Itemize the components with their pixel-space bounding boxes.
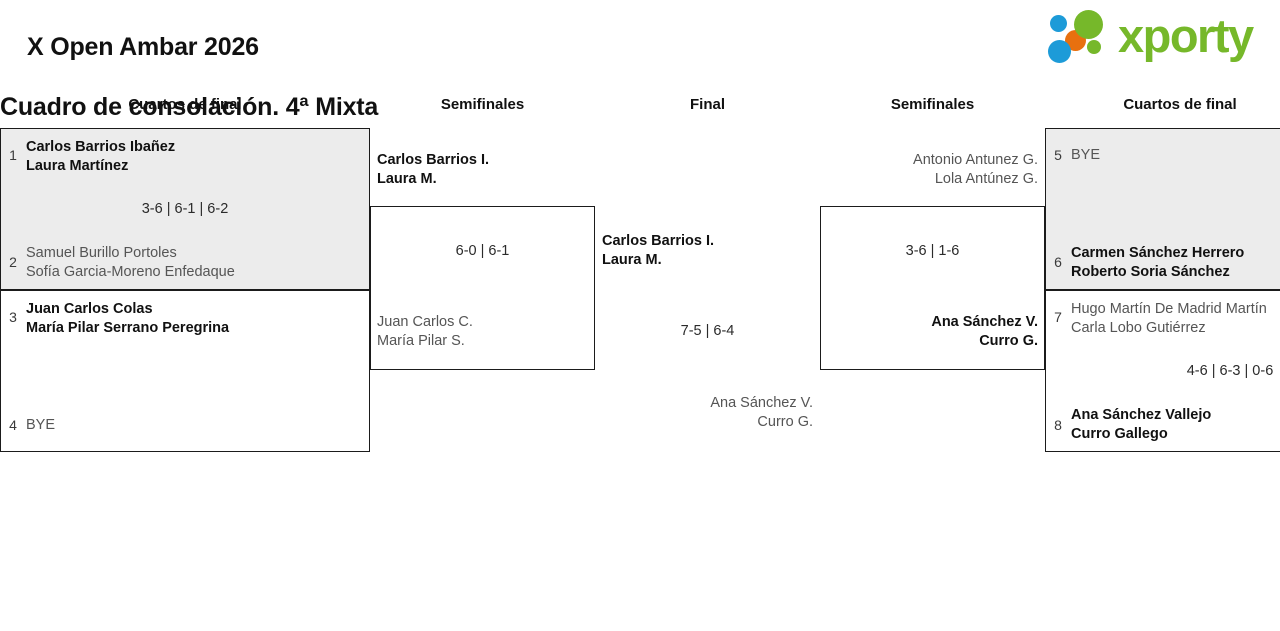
player-line-1: Carlos Barrios I.: [602, 233, 715, 249]
player-line-1: Ana Sánchez Vallejo: [1071, 407, 1212, 423]
seed-qf1-top: 1: [9, 147, 17, 163]
score-qf1: 3-6 | 6-1 | 6-2: [141, 201, 229, 217]
round-header-sf-left: Semifinales: [440, 96, 525, 113]
xporty-logo[interactable]: xporty: [1048, 6, 1276, 66]
player-line-2: Lola Antúnez G.: [934, 171, 1038, 187]
score-sf2: 3-6 | 1-6: [905, 243, 960, 259]
team-final-top: Carlos Barrios I. Laura M.: [602, 232, 714, 270]
page-title: X Open Ambar 2026 Cuadro de consolación.…: [0, 2, 700, 182]
player-line-1: Juan Carlos Colas: [26, 301, 153, 317]
match-box-qf3[interactable]: [1045, 128, 1280, 290]
round-header-qf-right: Cuartos de final: [1123, 96, 1237, 113]
player-line-1: Samuel Burillo Portoles: [26, 245, 177, 261]
team-qf4-top: Hugo Martín De Madrid Martín Carla Lobo …: [1071, 300, 1267, 338]
seed-qf3-top: 5: [1054, 147, 1062, 163]
player-line-2: Curro G.: [979, 333, 1038, 349]
player-line-2: María Pilar S.: [377, 333, 465, 349]
seed-qf2-top: 3: [9, 309, 17, 325]
player-line-1: Carlos Barrios I.: [377, 152, 490, 168]
match-box-qf2[interactable]: [0, 290, 370, 452]
player-line-1: Carmen Sánchez Herrero: [1071, 245, 1245, 261]
player-line-1: BYE: [1071, 147, 1101, 163]
team-final-bottom: Ana Sánchez V. Curro G.: [608, 394, 813, 432]
player-line-2: Sofía Garcia-Moreno Enfedaque: [26, 264, 235, 280]
player-line-1: Hugo Martín De Madrid Martín: [1071, 301, 1267, 317]
team-sf2-top: Antonio Antunez G. Lola Antúnez G.: [833, 151, 1038, 189]
player-line-2: Laura M.: [377, 171, 437, 187]
team-sf1-top: Carlos Barrios I. Laura M.: [377, 151, 489, 189]
round-header-final: Final: [689, 96, 725, 113]
match-box-qf1[interactable]: [0, 128, 370, 290]
seed-qf4-bottom: 8: [1054, 417, 1062, 433]
player-line-1: Ana Sánchez V.: [931, 314, 1038, 330]
score-sf1: 6-0 | 6-1: [455, 243, 510, 259]
score-qf4: 4-6 | 6-3 | 0-6: [1186, 363, 1274, 379]
player-line-1: Antonio Antunez G.: [913, 152, 1038, 168]
team-sf2-bottom: Ana Sánchez V. Curro G.: [833, 313, 1038, 351]
player-line-1: Juan Carlos C.: [377, 314, 473, 330]
team-qf3-bottom: Carmen Sánchez Herrero Roberto Soria Sán…: [1071, 244, 1244, 282]
bracket-subtitle: Cuadro de consolación. 4ª Mixta: [0, 93, 379, 121]
team-sf1-bottom: Juan Carlos C. María Pilar S.: [377, 313, 473, 351]
player-line-1: Carlos Barrios Ibañez: [26, 139, 176, 155]
logo-dots-icon: [1048, 10, 1122, 64]
team-qf4-bottom: Ana Sánchez Vallejo Curro Gallego: [1071, 406, 1211, 444]
team-qf1-top: Carlos Barrios Ibañez Laura Martínez: [26, 138, 175, 176]
match-box-sf2[interactable]: [820, 206, 1045, 370]
seed-qf4-top: 7: [1054, 309, 1062, 325]
team-qf2-bottom: BYE: [26, 416, 55, 435]
seed-qf2-bottom: 4: [9, 417, 17, 433]
player-line-2: Carla Lobo Gutiérrez: [1071, 320, 1206, 336]
player-line-1: Ana Sánchez V.: [710, 395, 813, 411]
player-line-2: Curro Gallego: [1071, 426, 1168, 442]
logo-wordmark: xporty: [1118, 9, 1254, 62]
player-line-2: Roberto Soria Sánchez: [1071, 264, 1230, 280]
team-qf3-top: BYE: [1071, 146, 1100, 165]
round-header-sf-right: Semifinales: [890, 96, 975, 113]
score-final: 7-5 | 6-4: [680, 323, 735, 339]
player-line-2: Laura M.: [602, 252, 662, 268]
player-line-2: María Pilar Serrano Peregrina: [26, 320, 230, 336]
player-line-2: Curro G.: [757, 414, 813, 430]
round-header-qf-left: Cuartos de final: [128, 96, 242, 113]
match-box-qf4[interactable]: [1045, 290, 1280, 452]
team-qf2-top: Juan Carlos Colas María Pilar Serrano Pe…: [26, 300, 229, 338]
player-line-2: Laura Martínez: [26, 158, 129, 174]
seed-qf1-bottom: 2: [9, 254, 17, 270]
seed-qf3-bottom: 6: [1054, 254, 1062, 270]
match-box-sf1[interactable]: [370, 206, 595, 370]
player-line-1: BYE: [26, 417, 56, 433]
team-qf1-bottom: Samuel Burillo Portoles Sofía Garcia-Mor…: [26, 244, 235, 282]
tournament-title: X Open Ambar 2026: [26, 33, 259, 61]
